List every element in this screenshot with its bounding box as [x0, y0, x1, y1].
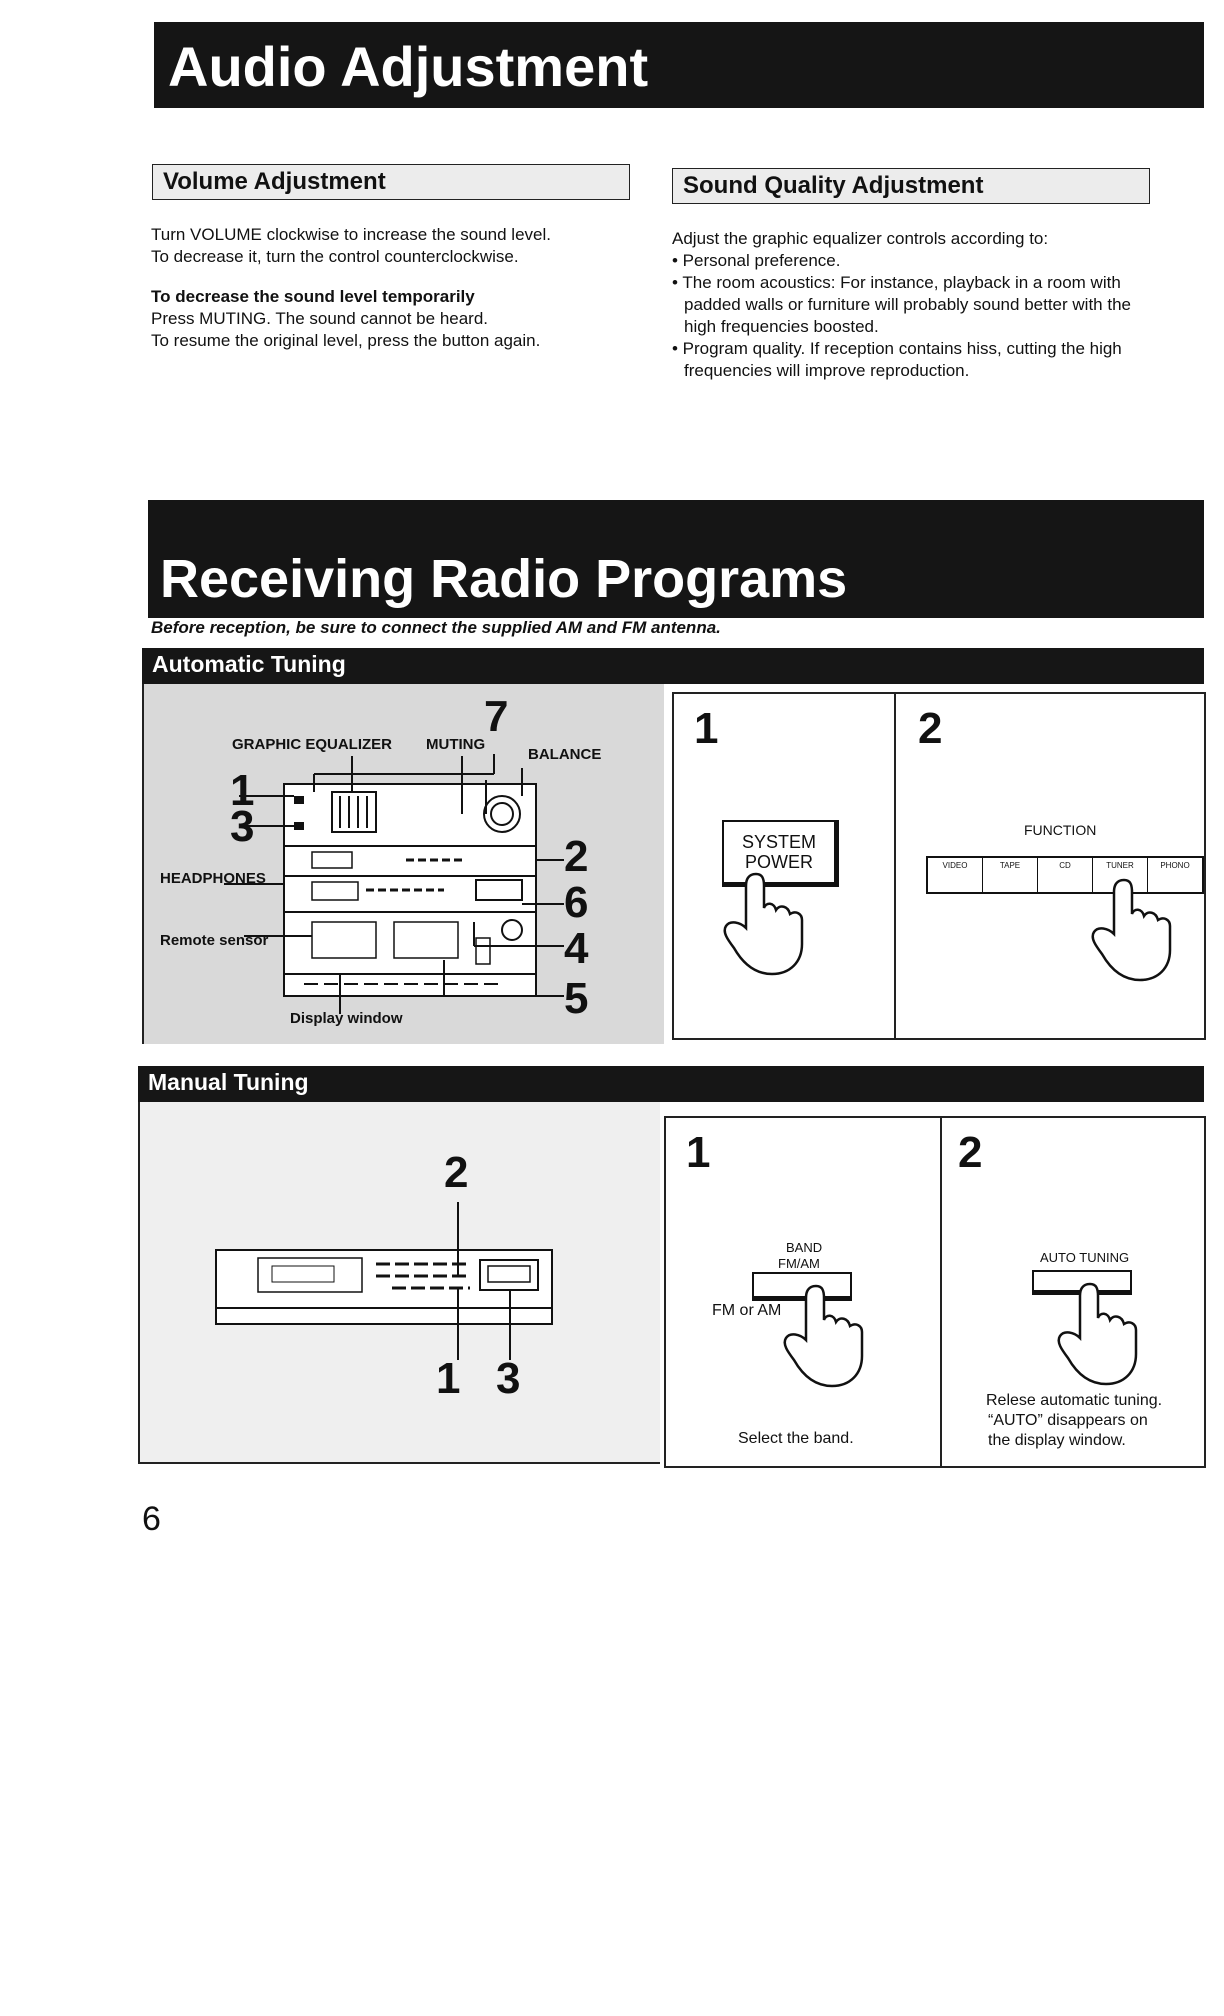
- label-display-window: Display window: [290, 1010, 403, 1027]
- function-button-video[interactable]: VIDEO: [928, 858, 983, 892]
- manual-step-1-panel: 1 BAND FM/AM FM or AM Select the band.: [664, 1116, 944, 1468]
- manual-step-2-panel: 2 AUTO TUNING Relese automatic tuning. “…: [940, 1116, 1206, 1468]
- callout-5: 5: [564, 974, 589, 1023]
- sound-quality-bullet-3: • Program quality. If reception contains…: [672, 339, 1122, 380]
- volume-line-4: To resume the original level, press the …: [151, 331, 541, 350]
- function-button-phono[interactable]: PHONO: [1160, 861, 1190, 870]
- volume-text: Turn VOLUME clockwise to increase the so…: [151, 224, 621, 352]
- pointing-hand-icon: [1057, 1282, 1138, 1386]
- manual-step-2-caption-3: the display window.: [988, 1432, 1126, 1449]
- stereo-system-drawing: [224, 754, 564, 1014]
- radio-title: Receiving Radio Programs: [160, 549, 848, 609]
- sound-quality-bullet-1: • Personal preference.: [672, 251, 841, 270]
- manual-step-2-caption-1: Relese automatic tuning.: [986, 1392, 1163, 1409]
- label-balance: BALANCE: [528, 746, 602, 763]
- sound-quality-heading: Sound Quality Adjustment: [683, 172, 984, 199]
- manual-tuning-heading: Manual Tuning: [148, 1069, 309, 1095]
- sound-quality-bullet-2: • The room acoustics: For instance, play…: [672, 273, 1131, 336]
- manual-diagram-panel: 2 1 3: [138, 1102, 660, 1464]
- volume-heading: Volume Adjustment: [163, 168, 386, 195]
- volume-line-1: Turn VOLUME clockwise to increase the so…: [151, 225, 551, 244]
- callout-7: 7: [484, 692, 509, 741]
- pointing-hand-icon: [723, 872, 804, 976]
- page-number: 6: [142, 1500, 161, 1538]
- radio-note: Before reception, be sure to connect the…: [151, 618, 721, 637]
- function-button-cd[interactable]: CD: [1038, 858, 1093, 892]
- manual-callout-3: 3: [496, 1354, 521, 1403]
- manual-step-2-caption-2: “AUTO” disappears on: [988, 1412, 1148, 1429]
- audio-title: Audio Adjustment: [168, 35, 649, 98]
- pointing-hand-icon: [1091, 878, 1172, 982]
- manual-callout-1: 1: [436, 1354, 461, 1403]
- callout-4: 4: [564, 924, 589, 973]
- auto-step-1-panel: 1 SYSTEM POWER: [672, 692, 898, 1040]
- volume-sub-heading: To decrease the sound level temporarily: [151, 287, 475, 306]
- function-button-row: VIDEO TAPE CD TUNER PHONO: [926, 856, 1204, 894]
- manual-tuning-bar: Manual Tuning: [138, 1066, 1204, 1102]
- manual-step-1-number: 1: [686, 1128, 711, 1177]
- system-power-label: SYSTEM POWER: [741, 832, 816, 872]
- callout-2: 2: [564, 832, 589, 881]
- volume-line-3: Press MUTING. The sound cannot be heard.: [151, 309, 489, 328]
- tuner-unit-drawing: [215, 1202, 553, 1360]
- band-label: BAND: [786, 1240, 823, 1255]
- function-button-tape[interactable]: TAPE: [983, 858, 1038, 892]
- function-group-label: FUNCTION: [1024, 822, 1097, 838]
- sound-quality-text: Adjust the graphic equalizer controls ac…: [672, 228, 1152, 382]
- auto-step-2-number: 2: [918, 704, 943, 753]
- manual-step-1-caption: Select the band.: [738, 1430, 854, 1447]
- label-muting: MUTING: [426, 736, 486, 753]
- fm-or-am-label: FM or AM: [712, 1302, 782, 1319]
- label-remote-sensor: Remote sensor: [160, 932, 269, 949]
- callout-1: 1: [230, 766, 255, 815]
- callout-6: 6: [564, 878, 589, 927]
- sound-quality-heading-box: Sound Quality Adjustment: [672, 168, 1150, 204]
- auto-step-1-number: 1: [694, 704, 719, 753]
- sound-quality-intro: Adjust the graphic equalizer controls ac…: [672, 229, 1049, 248]
- auto-diagram-panel: GRAPHIC EQUALIZER MUTING BALANCE HEADPHO…: [142, 684, 664, 1044]
- auto-step-2-panel: 2 FUNCTION VIDEO TAPE CD TUNER PHONO: [894, 692, 1206, 1040]
- band-button[interactable]: [752, 1272, 852, 1301]
- audio-title-banner: Audio Adjustment: [154, 22, 1204, 108]
- radio-title-banner: Receiving Radio Programs: [148, 500, 1204, 618]
- function-button-tuner[interactable]: TUNER: [1093, 858, 1148, 892]
- auto-tuning-label: AUTO TUNING: [1040, 1250, 1130, 1265]
- manual-callout-2: 2: [444, 1148, 469, 1197]
- volume-line-2: To decrease it, turn the control counter…: [151, 247, 519, 266]
- callout-3: 3: [230, 802, 255, 851]
- fm-am-label: FM/AM: [778, 1256, 820, 1271]
- system-power-button[interactable]: SYSTEM POWER: [722, 820, 839, 887]
- volume-heading-box: Volume Adjustment: [152, 164, 630, 200]
- auto-tuning-heading: Automatic Tuning: [152, 651, 346, 677]
- manual-step-2-number: 2: [958, 1128, 983, 1177]
- label-headphones: HEADPHONES: [160, 870, 266, 887]
- auto-tuning-bar: Automatic Tuning: [142, 648, 1204, 684]
- pointing-hand-icon: [783, 1284, 864, 1388]
- label-graphic-equalizer: GRAPHIC EQUALIZER: [232, 736, 393, 753]
